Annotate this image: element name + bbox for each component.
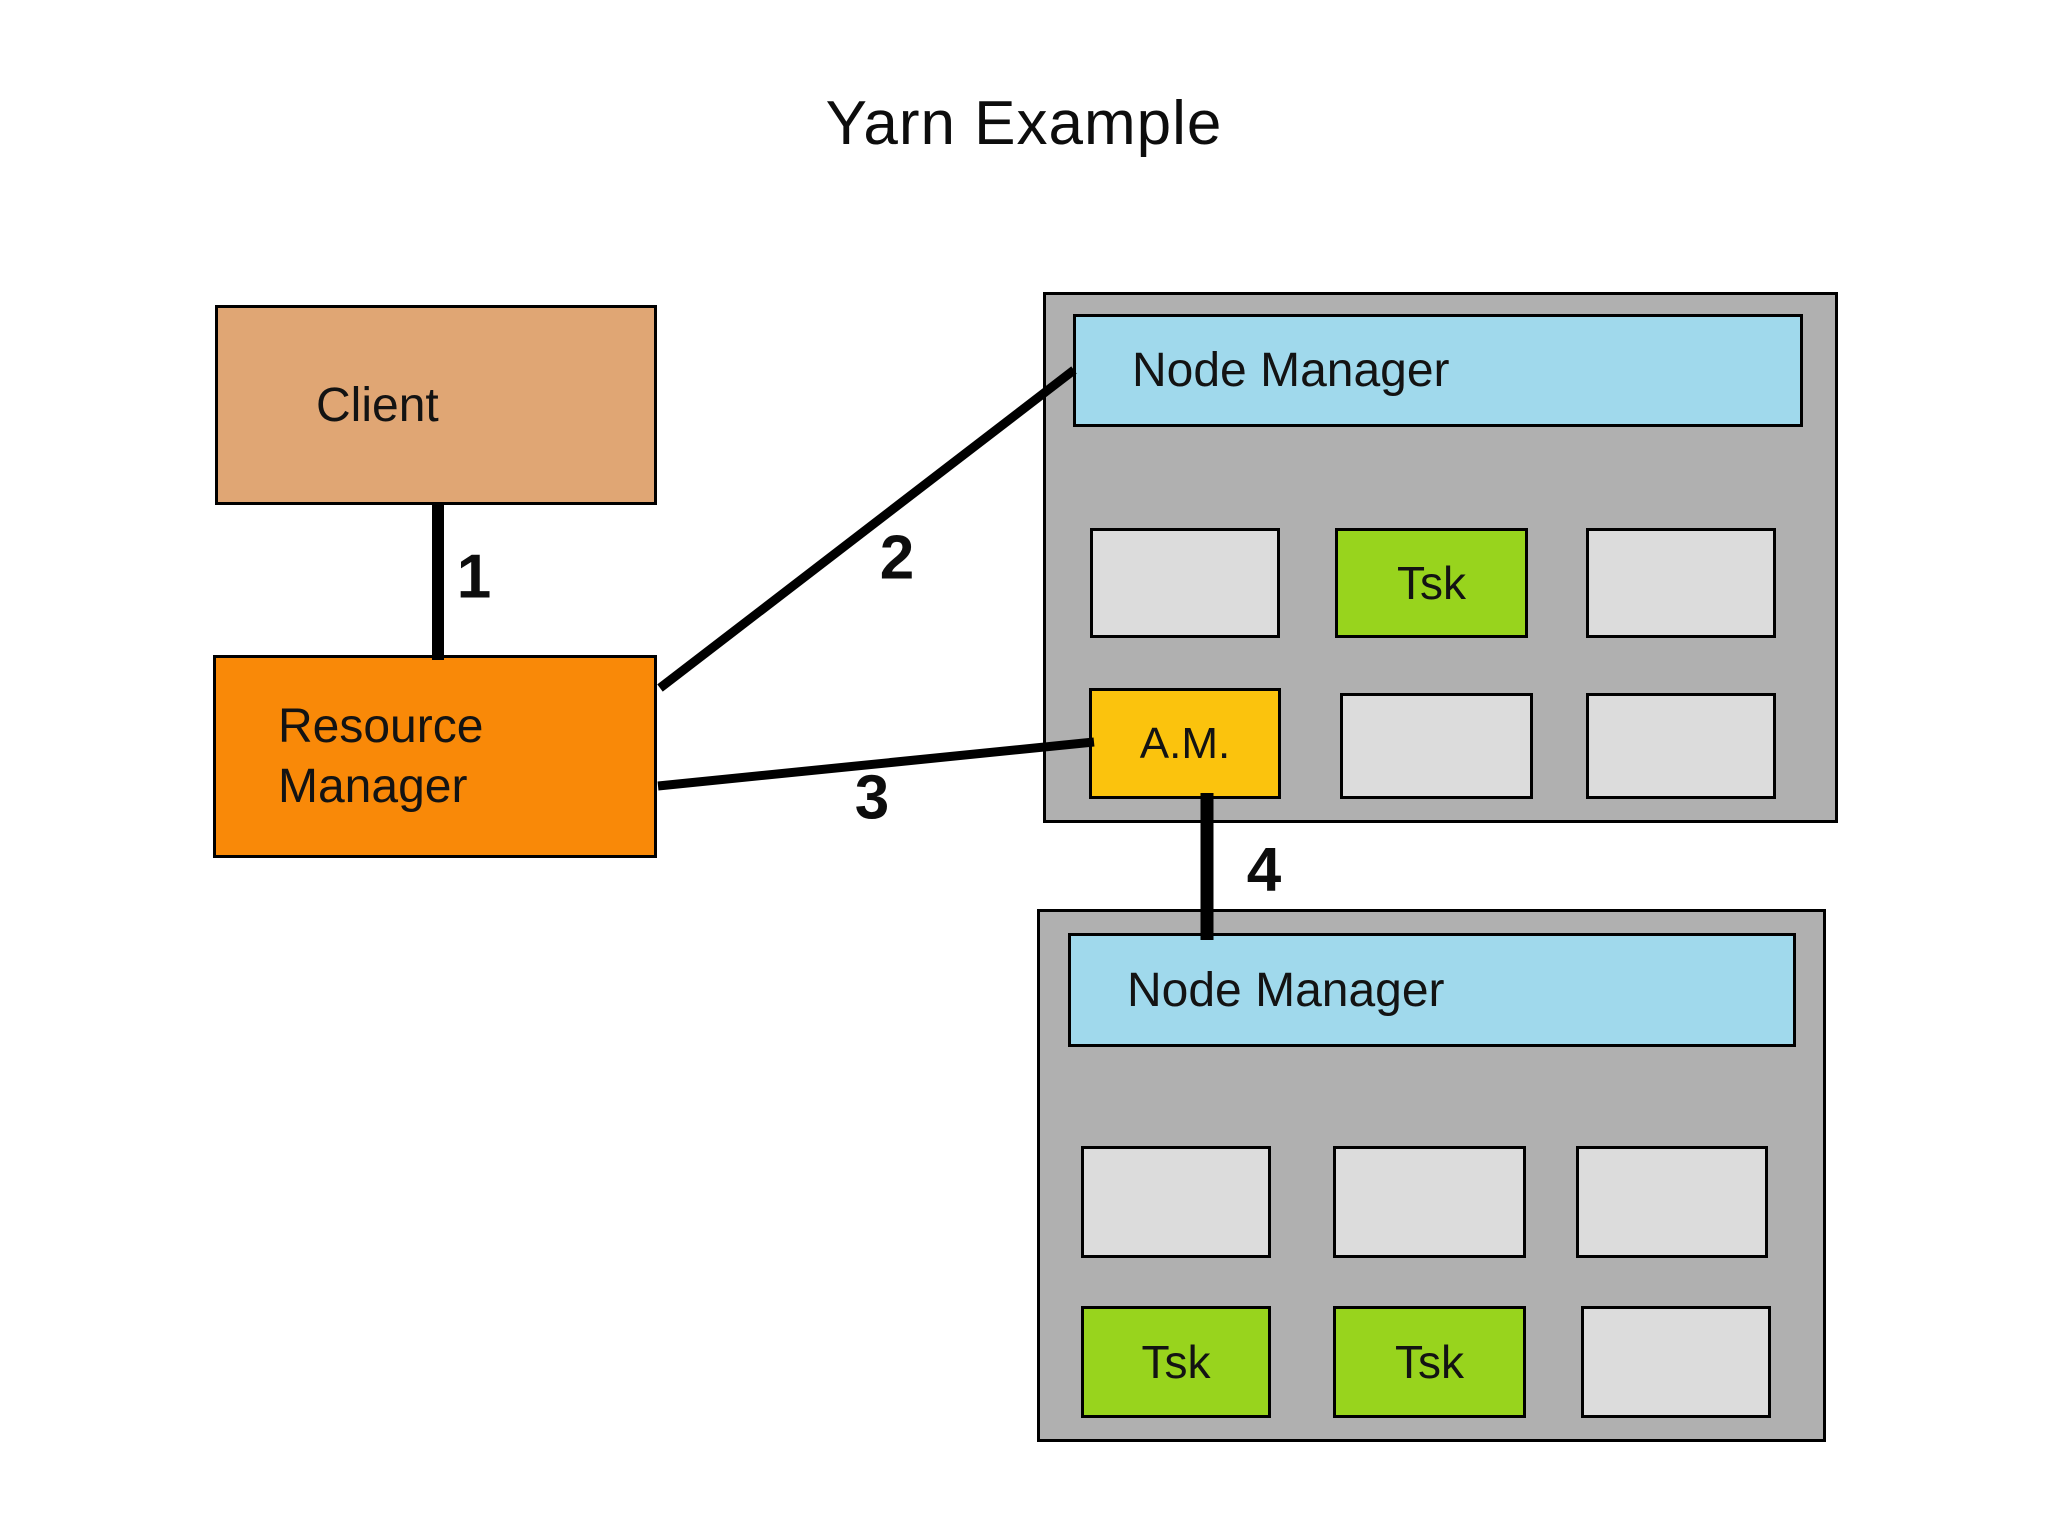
client-box: Client [215, 305, 657, 505]
app-master-box: A.M. [1089, 688, 1281, 799]
connection-label-4: 4 [1246, 835, 1282, 905]
resource-manager-box: Resource Manager [213, 655, 657, 858]
empty-slot [1090, 528, 1280, 638]
empty-slot [1333, 1146, 1526, 1258]
node-manager-2-header: Node Manager [1068, 933, 1796, 1047]
empty-slot [1576, 1146, 1768, 1258]
connection-line-2 [657, 366, 1077, 692]
task-box: Tsk [1335, 528, 1528, 638]
empty-slot [1586, 528, 1776, 638]
empty-slot [1586, 693, 1776, 799]
node-manager-2-label: Node Manager [1127, 963, 1445, 1017]
node-manager-2-container: Node Manager Tsk Tsk [1037, 909, 1826, 1442]
node-manager-1-header: Node Manager [1073, 314, 1803, 427]
connection-label-2: 2 [879, 523, 915, 593]
connection-label-3: 3 [854, 763, 890, 833]
task-box: Tsk [1081, 1306, 1271, 1418]
resource-manager-label: Resource Manager [278, 699, 484, 813]
node-manager-1-container: Node Manager Tsk A.M. [1043, 292, 1838, 823]
empty-slot [1081, 1146, 1271, 1258]
task-box: Tsk [1333, 1306, 1526, 1418]
node-manager-1-label: Node Manager [1132, 344, 1450, 397]
empty-slot [1581, 1306, 1771, 1418]
diagram-title: Yarn Example [825, 89, 1223, 158]
connection-label-1: 1 [456, 542, 492, 612]
empty-slot [1340, 693, 1533, 799]
client-label: Client [316, 378, 439, 432]
